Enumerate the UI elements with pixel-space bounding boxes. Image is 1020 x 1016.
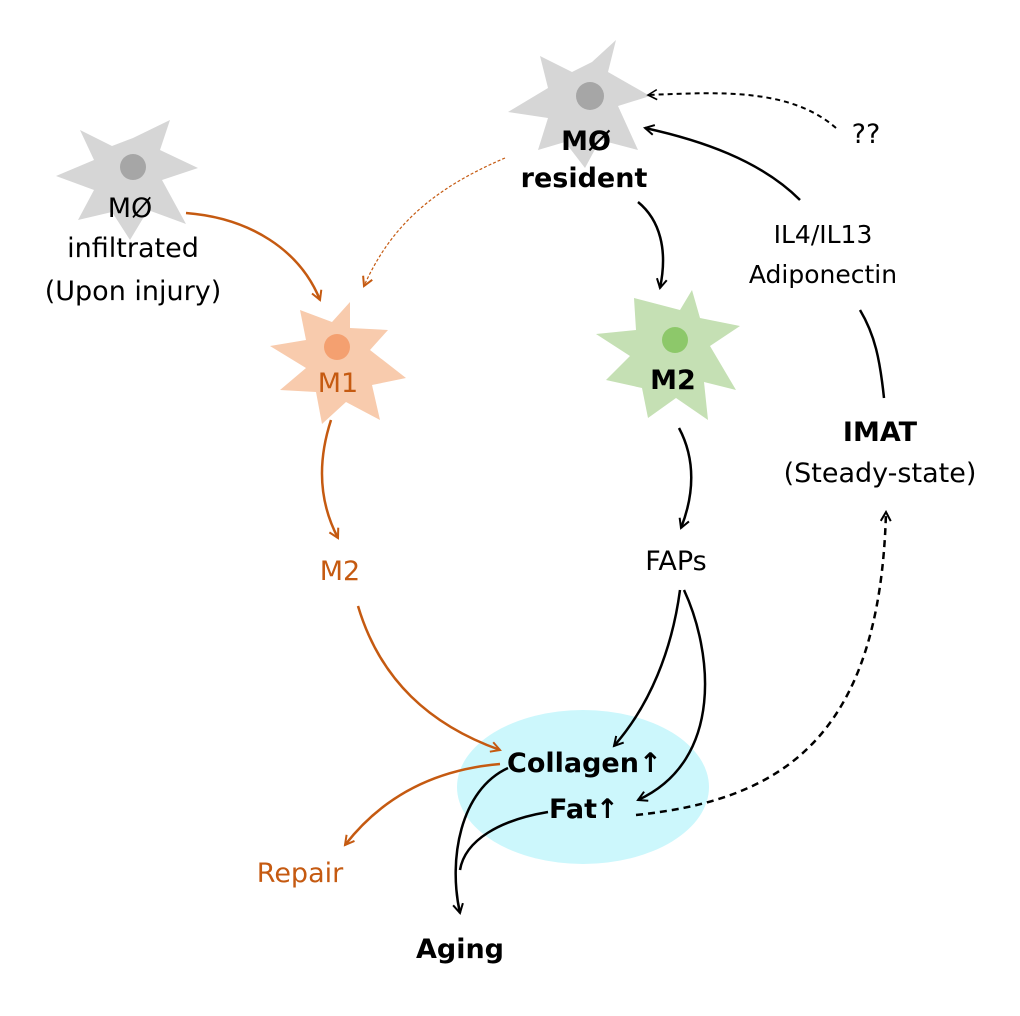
infiltrated-label-2: infiltrated xyxy=(67,233,199,264)
arrow-unknown-to-resident xyxy=(646,88,837,129)
m1-macrophage-cell xyxy=(270,302,406,424)
infiltrated-label-3: (Upon injury) xyxy=(45,276,222,307)
imat-sub-label: (Steady-state) xyxy=(784,458,977,489)
infiltrated-label-1: MØ xyxy=(108,193,153,224)
il4-label: IL4/IL13 xyxy=(774,220,873,249)
imat-label: IMAT xyxy=(843,417,918,448)
arrow-resident-to-m1 xyxy=(364,157,506,286)
fat-up-arrow: ↑ xyxy=(596,794,619,825)
m1-label: M1 xyxy=(318,368,358,399)
outcome-ellipse xyxy=(457,710,709,864)
arrow-m1-to-m2 xyxy=(320,419,338,538)
arrow-il4-to-resident xyxy=(645,128,801,201)
unknown-label: ?? xyxy=(852,119,881,150)
line-fat-to-aging xyxy=(458,810,549,871)
fat-label: Fat xyxy=(549,794,597,825)
collagen-label: Collagen xyxy=(507,748,639,779)
arrow-fat-to-imat xyxy=(635,512,886,817)
resident-label-1: MØ xyxy=(561,126,611,157)
collagen-up-arrow: ↑ xyxy=(639,748,662,779)
repair-label: Repair xyxy=(257,858,344,889)
m2-macrophage-cell xyxy=(596,290,740,420)
arrow-faps-to-collagen xyxy=(614,589,682,746)
aging-label: Aging xyxy=(416,934,504,965)
line-imat-to-il4 xyxy=(858,309,886,399)
arrow-faps-to-fat xyxy=(638,589,707,800)
arrow-m2-to-collagen xyxy=(356,605,500,750)
resident-macrophage-cell xyxy=(508,40,650,168)
m2-orange-label: M2 xyxy=(320,556,360,587)
arrow-resident-to-m2 xyxy=(637,201,663,288)
infiltrated-macrophage-cell xyxy=(56,120,198,240)
arrow-m2-to-faps xyxy=(677,427,693,528)
arrow-infiltrated-to-m1 xyxy=(185,211,320,300)
adiponectin-label: Adiponectin xyxy=(749,260,897,289)
arrow-collagen-to-aging xyxy=(456,766,509,913)
arrow-collagen-to-repair xyxy=(345,762,501,845)
resident-label-2: resident xyxy=(521,163,648,194)
m2-green-label: M2 xyxy=(650,365,696,396)
faps-label: FAPs xyxy=(645,546,706,577)
